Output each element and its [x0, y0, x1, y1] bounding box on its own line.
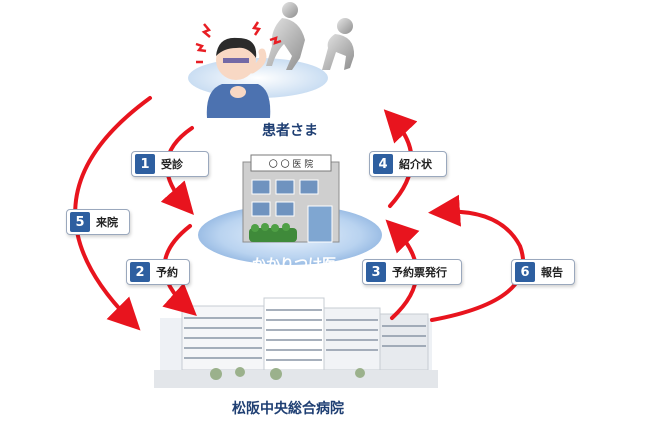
clinic-sign-text: 〇 〇 医 院 — [269, 158, 314, 170]
suffering-figure-icon — [266, 2, 355, 70]
step-number: 5 — [70, 212, 90, 232]
clinic-label: かかりつけ医 — [252, 257, 337, 273]
clinic-illustration: 〇 〇 医 院 — [198, 154, 382, 265]
hospital-illustration — [154, 297, 438, 388]
step-badge-5: 5 来院 — [66, 209, 130, 235]
step-label: 紹介状 — [399, 158, 432, 171]
hospital-label: 松阪中央総合病院 — [232, 401, 344, 417]
step-number: 1 — [135, 154, 155, 174]
step-badge-3: 3 予約票発行 — [362, 259, 462, 285]
step-badge-1: 1 受診 — [131, 151, 209, 177]
step-badge-4: 4 紹介状 — [369, 151, 447, 177]
step-label: 予約 — [156, 266, 178, 279]
pain-marks-icon — [195, 21, 282, 64]
step-badge-6: 6 報告 — [511, 259, 575, 285]
step-number: 3 — [366, 262, 386, 282]
step-number: 2 — [130, 262, 150, 282]
patient-icon — [206, 37, 271, 118]
step-badge-2: 2 予約 — [126, 259, 190, 285]
step-label: 報告 — [541, 266, 563, 279]
step-label: 予約票発行 — [392, 266, 447, 279]
arrow-step-6 — [428, 194, 526, 322]
step-number: 4 — [373, 154, 393, 174]
patient-illustration — [188, 2, 355, 118]
step-number: 6 — [515, 262, 535, 282]
step-label: 来院 — [96, 216, 118, 229]
patient-label: 患者さま — [262, 123, 318, 139]
arrow-step-5 — [73, 96, 152, 331]
step-label: 受診 — [161, 158, 183, 171]
